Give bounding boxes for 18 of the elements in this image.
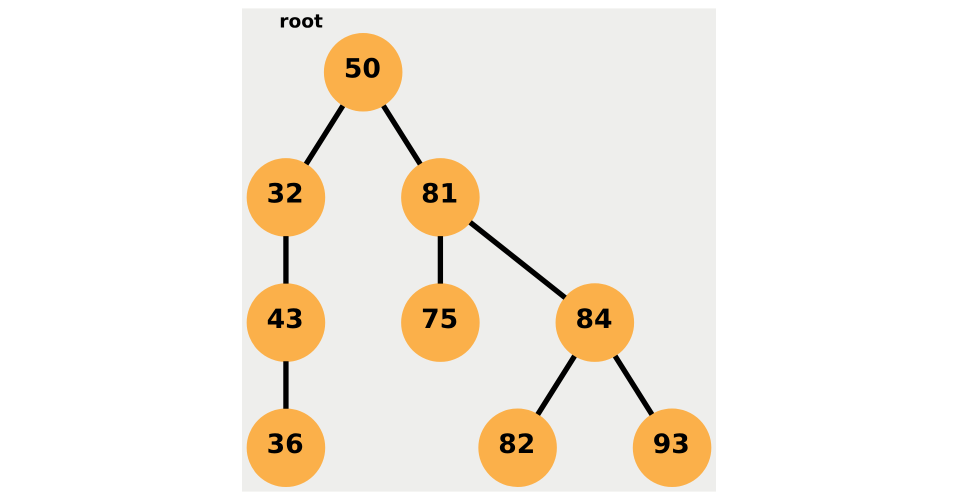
node-circle: 84 xyxy=(556,283,634,362)
connector xyxy=(536,354,577,416)
node-circle: 36 xyxy=(246,408,326,487)
node-circle: 43 xyxy=(246,283,326,362)
node-circle: 50 xyxy=(324,32,402,112)
connector xyxy=(283,361,289,409)
connector xyxy=(438,236,444,284)
node-circle: 81 xyxy=(401,158,480,237)
connector xyxy=(304,104,346,166)
connector xyxy=(612,354,654,416)
node-circle: 93 xyxy=(632,408,712,487)
node-label: root xyxy=(279,11,323,32)
connector xyxy=(381,104,422,166)
node-circle: 32 xyxy=(246,158,326,237)
node-circle: 75 xyxy=(401,283,480,362)
connector xyxy=(283,236,289,284)
connector xyxy=(468,220,567,300)
node-circle: 82 xyxy=(478,408,557,487)
